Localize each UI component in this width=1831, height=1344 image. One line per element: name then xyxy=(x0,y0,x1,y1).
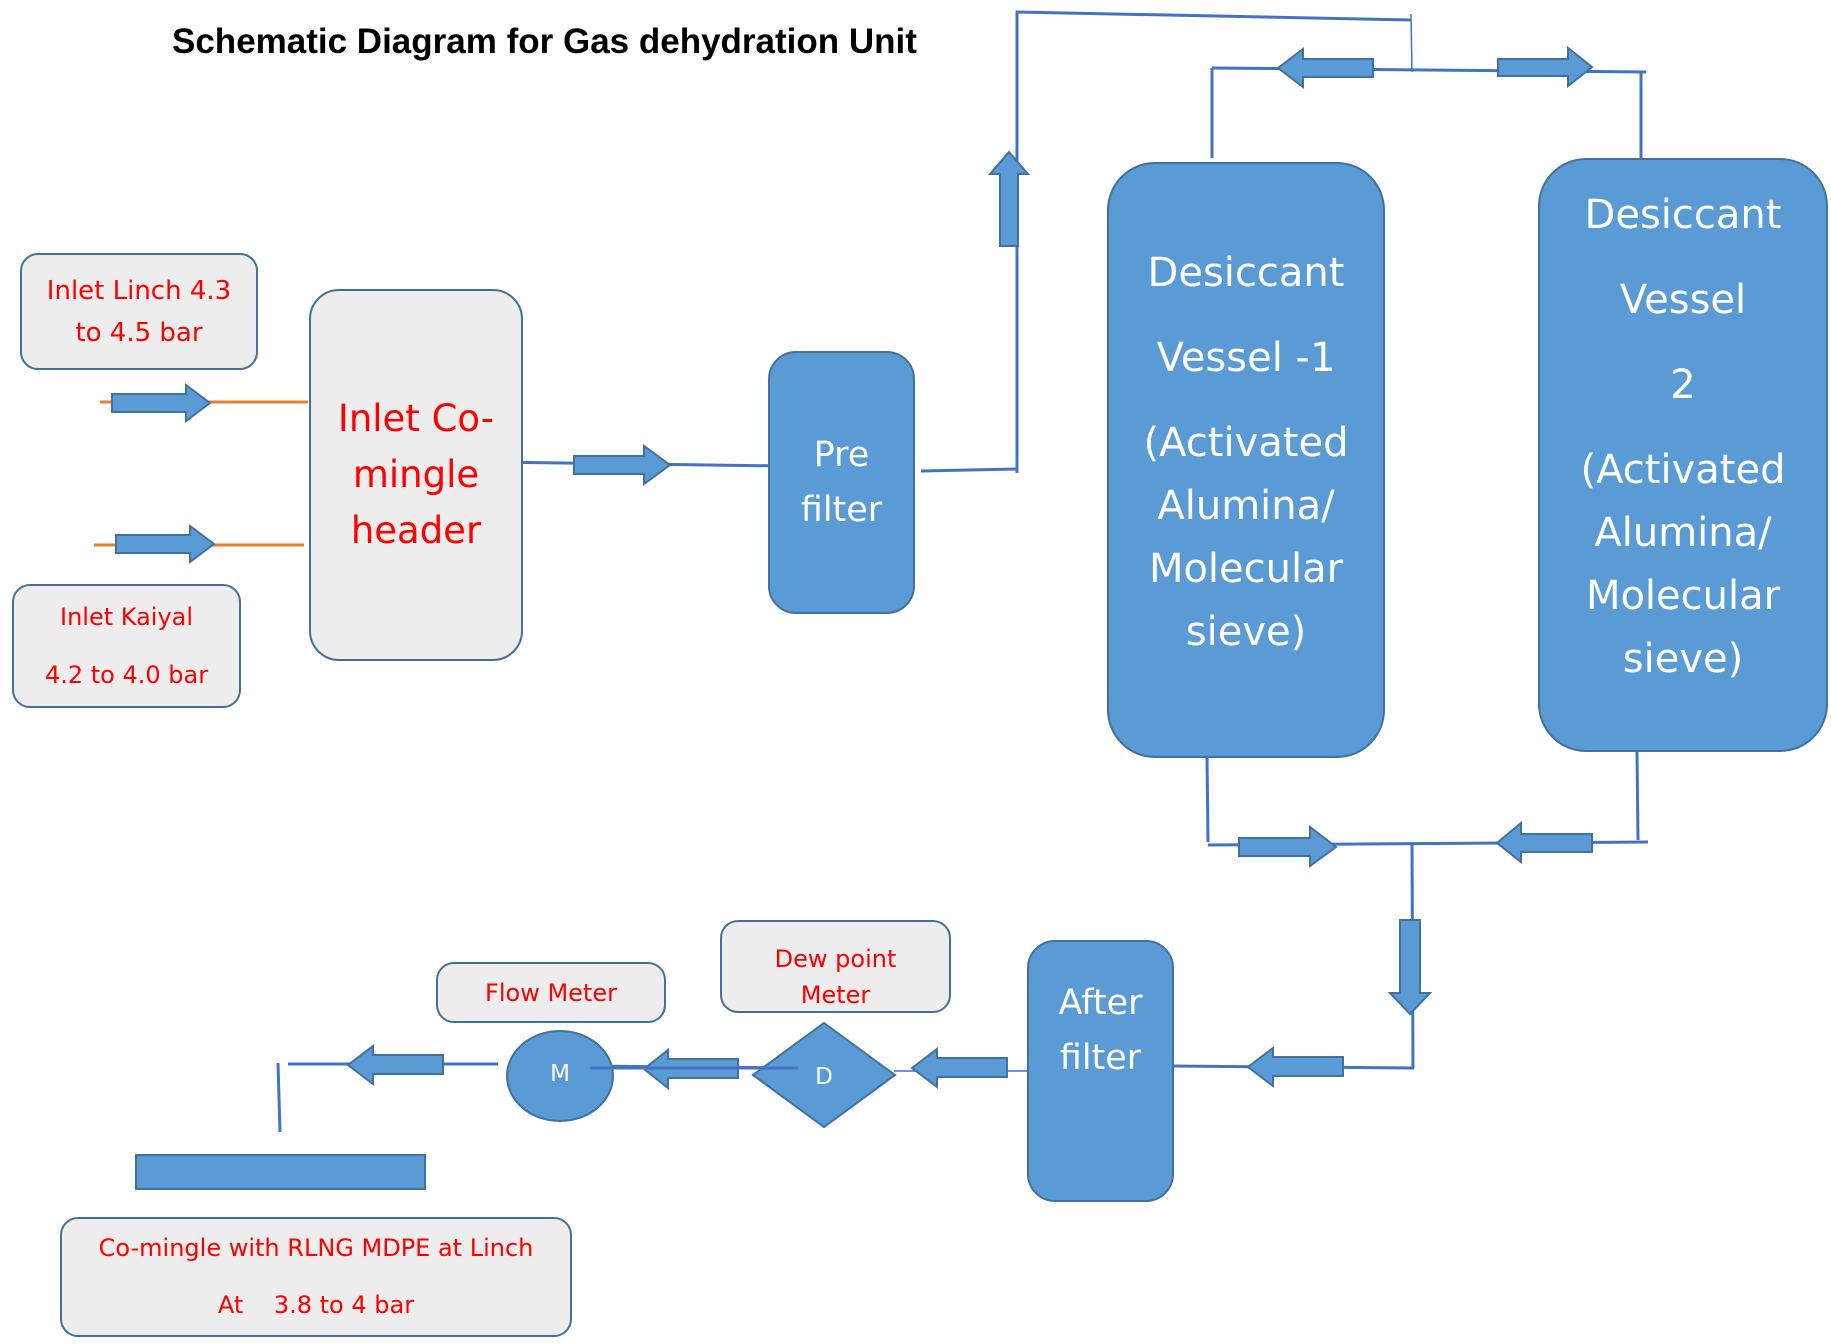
dew-point-line1: Dew point xyxy=(774,945,897,973)
flow-meter-circle xyxy=(506,1030,614,1122)
outlet-line2: At 3.8 to 4 bar xyxy=(217,1291,415,1319)
vessel2-line7: sieve) xyxy=(1622,636,1744,682)
inlet-kaiyal-line2: 4.2 to 4.0 bar xyxy=(44,661,209,689)
dew-point-meter-label: Dew point Meter xyxy=(720,920,951,1013)
inlet-linch-line2: to 4.5 bar xyxy=(75,317,203,348)
arrow-left-icon xyxy=(1246,1045,1344,1089)
vessel2-line6: Molecular xyxy=(1585,573,1781,619)
arrow-right-icon xyxy=(573,444,672,486)
flow-meter-symbol: M xyxy=(550,1061,570,1087)
header-line1: Inlet Co- xyxy=(337,397,495,440)
inlet-comingle-header: Inlet Co- mingle header xyxy=(309,289,523,661)
arrow-left-icon xyxy=(346,1043,444,1087)
header-line2: mingle xyxy=(352,453,480,496)
vessel2-line4: (Activated xyxy=(1580,447,1786,493)
vessel1-line4: Alumina/ xyxy=(1157,483,1335,529)
outlet-label: Co-mingle with RLNG MDPE at Linch At 3.8… xyxy=(60,1217,572,1337)
pre-filter: Pre filter xyxy=(768,351,915,614)
desiccant-vessel-2: Desiccant Vessel 2 (Activated Alumina/ M… xyxy=(1538,158,1828,752)
dew-point-line2: Meter xyxy=(800,981,871,1009)
after-filter-line2: filter xyxy=(1059,1038,1142,1078)
arrow-left-icon xyxy=(1495,820,1593,865)
inlet-kaiyal-line1: Inlet Kaiyal xyxy=(59,603,194,631)
outlet-line1: Co-mingle with RLNG MDPE at Linch xyxy=(98,1234,534,1262)
pre-filter-line1: Pre xyxy=(813,434,870,475)
arrow-right-icon xyxy=(1497,45,1594,89)
dew-point-symbol: D xyxy=(815,1064,833,1090)
vessel2-line5: Alumina/ xyxy=(1594,510,1772,556)
vessel2-line3: 2 xyxy=(1670,362,1696,408)
arrow-down-icon xyxy=(1387,919,1433,1016)
vessel2-line2: Vessel xyxy=(1619,277,1747,323)
inlet-linch-line1: Inlet Linch 4.3 xyxy=(46,275,232,306)
desiccant-vessel-1: Desiccant Vessel -1 (Activated Alumina/ … xyxy=(1107,162,1385,758)
outlet-bar xyxy=(135,1154,426,1190)
arrow-right-icon xyxy=(1238,824,1338,868)
flow-arrows xyxy=(111,45,1594,1091)
arrow-right-icon xyxy=(115,524,216,564)
inlet-linch-label: Inlet Linch 4.3 to 4.5 bar xyxy=(20,253,258,370)
pre-filter-line2: filter xyxy=(800,489,883,530)
header-line3: header xyxy=(350,509,482,552)
vessel1-line2: Vessel -1 xyxy=(1156,335,1336,381)
dew-point-meter-diamond xyxy=(751,1021,897,1129)
flow-meter-label: Flow Meter xyxy=(436,962,666,1023)
flow-meter-text: Flow Meter xyxy=(485,978,617,1007)
page-title: Schematic Diagram for Gas dehydration Un… xyxy=(172,22,917,61)
vessel1-line1: Desiccant xyxy=(1147,250,1345,296)
arrow-left-icon xyxy=(910,1046,1008,1090)
vessel2-line1: Desiccant xyxy=(1584,192,1782,238)
arrow-left-icon xyxy=(1276,46,1374,90)
inlet-kaiyal-label: Inlet Kaiyal 4.2 to 4.0 bar xyxy=(12,584,241,708)
after-filter: After filter xyxy=(1027,940,1174,1202)
after-filter-line1: After xyxy=(1058,983,1143,1023)
vessel1-line3: (Activated xyxy=(1143,420,1349,466)
arrow-right-icon xyxy=(111,383,212,423)
vessel1-line5: Molecular xyxy=(1148,546,1344,592)
vessel1-line6: sieve) xyxy=(1185,609,1307,655)
arrow-up-icon xyxy=(987,150,1031,247)
